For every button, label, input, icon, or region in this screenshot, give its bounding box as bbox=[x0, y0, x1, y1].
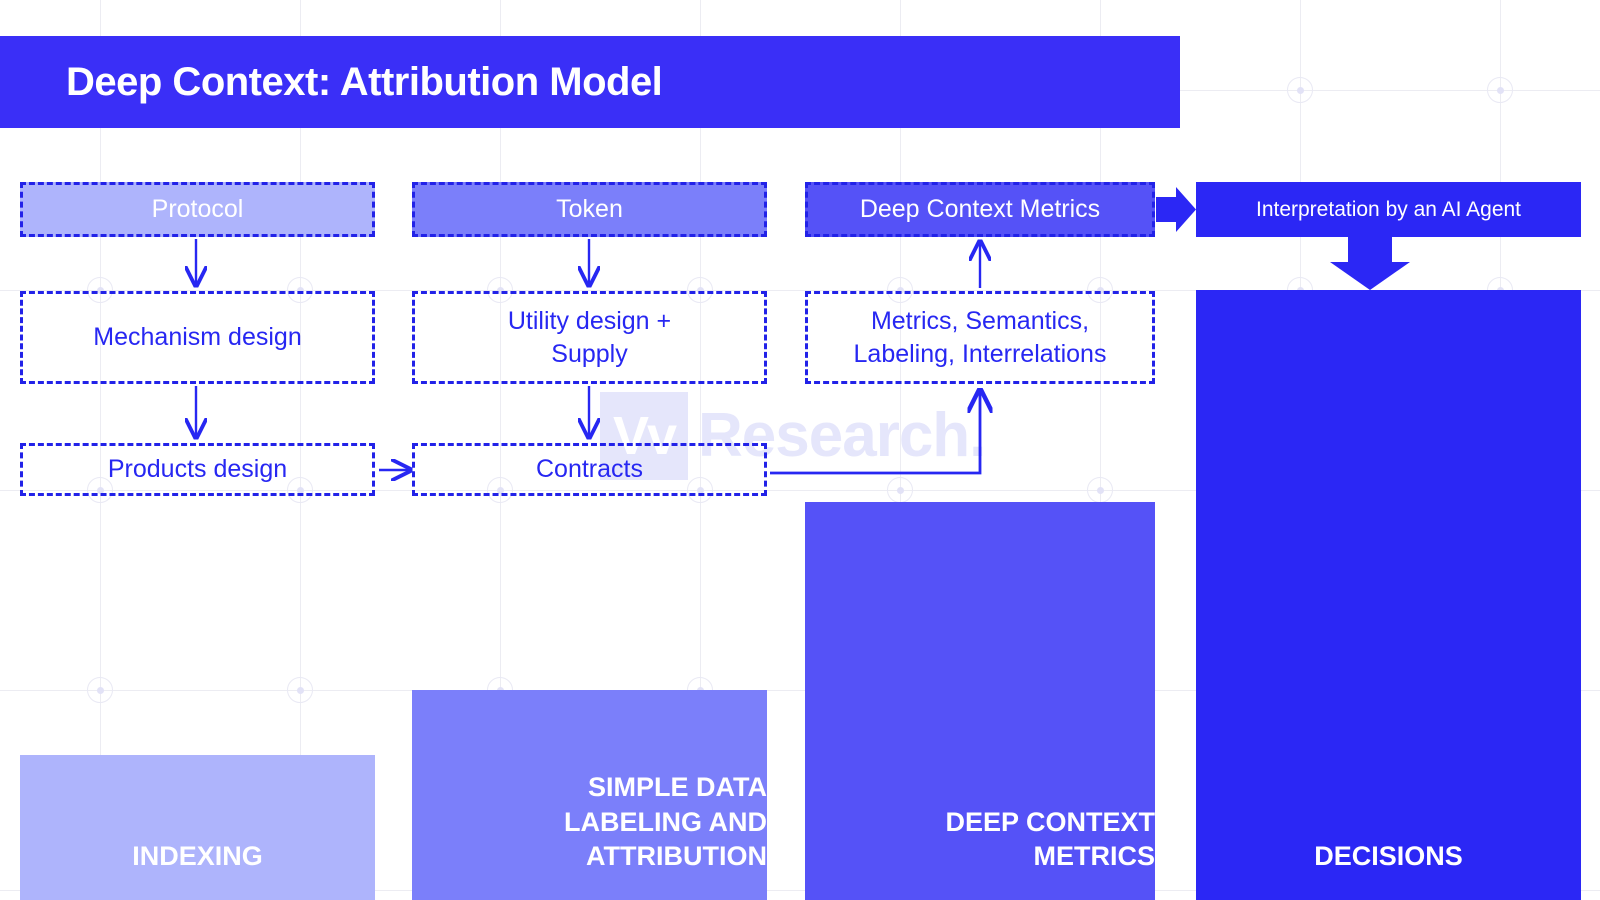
stat-bar-decisions[interactable]: DECISIONS bbox=[1196, 290, 1581, 900]
box-utility-design-supply-line2: Supply bbox=[551, 339, 628, 368]
box-metrics-semantics-line2: Labeling, Interrelations bbox=[853, 339, 1107, 368]
stat-bar-decisions-label: DECISIONS bbox=[1314, 841, 1463, 872]
box-utility-design-supply[interactable]: Utility design + Supply bbox=[412, 291, 767, 384]
stat-bar-deep-context-metrics-line1: DEEP CONTEXT bbox=[945, 806, 1155, 837]
box-products-design[interactable]: Products design bbox=[20, 443, 375, 496]
stat-bar-deep-context-metrics[interactable]: DEEP CONTEXT METRICS bbox=[805, 502, 1155, 900]
stat-bar-simple-data-labeling-line3: ATTRIBUTION bbox=[586, 841, 767, 872]
box-mechanism-design[interactable]: Mechanism design bbox=[20, 291, 375, 384]
box-contracts[interactable]: Contracts bbox=[412, 443, 767, 496]
head-box-interpretation-label: Interpretation by an AI Agent bbox=[1255, 197, 1522, 221]
box-mechanism-design-label: Mechanism design bbox=[93, 323, 302, 351]
head-box-deep-context-metrics[interactable]: Deep Context Metrics bbox=[805, 182, 1155, 237]
head-box-token[interactable]: Token bbox=[412, 182, 767, 237]
box-metrics-semantics-labeling[interactable]: Metrics, Semantics, Labeling, Interrelat… bbox=[805, 291, 1155, 384]
page-title: Deep Context: Attribution Model bbox=[66, 59, 663, 104]
box-metrics-semantics-line1: Metrics, Semantics, bbox=[870, 306, 1090, 335]
head-box-deep-context-metrics-label: Deep Context Metrics bbox=[859, 195, 1101, 223]
box-utility-design-supply-line1: Utility design + bbox=[507, 306, 672, 335]
head-box-protocol-label: Protocol bbox=[151, 195, 244, 223]
box-products-design-label: Products design bbox=[107, 455, 288, 483]
stat-bar-simple-data-labeling[interactable]: SIMPLE DATA LABELING AND ATTRIBUTION bbox=[412, 690, 767, 900]
head-box-interpretation-by-ai-agent[interactable]: Interpretation by an AI Agent bbox=[1196, 182, 1581, 237]
stat-bar-simple-data-labeling-line1: SIMPLE DATA bbox=[588, 772, 767, 803]
head-box-protocol[interactable]: Protocol bbox=[20, 182, 375, 237]
page-title-bar: Deep Context: Attribution Model bbox=[0, 36, 1180, 128]
stat-bar-indexing[interactable]: INDEXING bbox=[20, 755, 375, 900]
stat-bar-simple-data-labeling-line2: LABELING AND bbox=[564, 806, 767, 837]
stat-bar-deep-context-metrics-line2: METRICS bbox=[1033, 841, 1156, 872]
stat-bar-indexing-label: INDEXING bbox=[132, 841, 263, 872]
box-contracts-label: Contracts bbox=[536, 455, 643, 483]
head-box-token-label: Token bbox=[556, 195, 623, 223]
